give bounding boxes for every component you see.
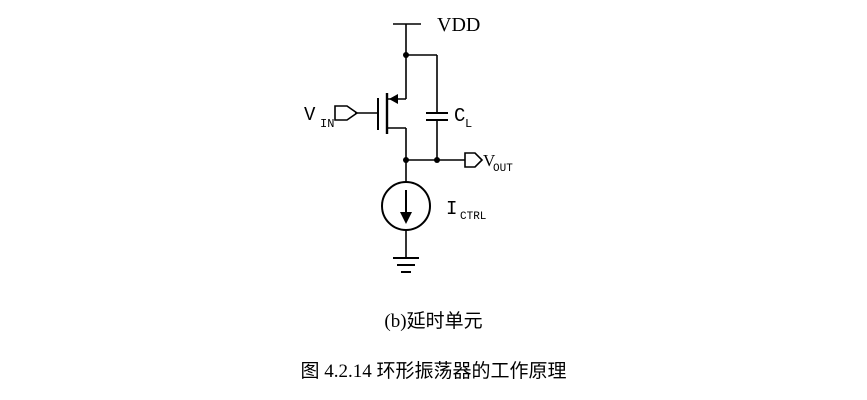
figure-caption: 图 4.2.14 环形振荡器的工作原理	[300, 361, 567, 382]
junction-dot	[434, 157, 440, 163]
junction-dot	[403, 52, 409, 58]
pmos-arrow	[389, 94, 398, 104]
junction-dot	[403, 157, 409, 163]
vout-label-subscript: OUT	[493, 163, 513, 175]
current-arrow-head	[400, 212, 412, 224]
vdd-label: VDD	[437, 14, 480, 36]
vin-port-symbol	[334, 105, 359, 121]
subfigure-caption: (b)延时单元	[384, 311, 483, 332]
ictrl-label: I	[446, 198, 457, 220]
vout-label: V	[483, 151, 496, 170]
vin-label-subscript: IN	[320, 117, 334, 131]
vin-label: V	[304, 104, 316, 126]
cl-label-subscript: L	[465, 117, 472, 131]
pmos-transistor	[377, 55, 407, 160]
cl-label: C	[454, 105, 465, 127]
ground-icon	[393, 257, 419, 273]
capacitor-cl	[426, 112, 448, 160]
ictrl-label-subscript: CTRL	[460, 211, 486, 223]
vout-port-symbol	[464, 152, 484, 168]
